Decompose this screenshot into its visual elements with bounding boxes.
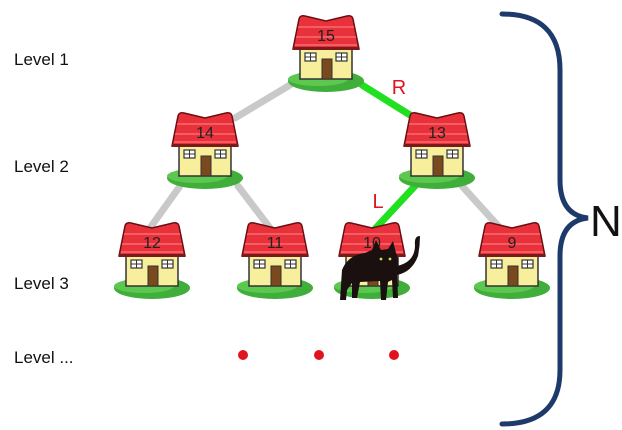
brace-shape <box>499 11 589 427</box>
ellipsis-dot-1 <box>238 350 248 360</box>
node-12-value: 12 <box>143 235 161 252</box>
house-node-12: 12 <box>113 222 191 300</box>
edge-14-11 <box>234 182 274 232</box>
brace-label: N <box>590 197 622 246</box>
house-node-14: 14 <box>166 112 244 190</box>
house-node-15: 15 <box>287 15 365 93</box>
ellipsis-dot-3 <box>389 350 399 360</box>
edge-15-13-highlight <box>358 81 414 119</box>
level-3-label: Level 3 <box>14 274 69 293</box>
house-node-13: 13 <box>398 112 476 190</box>
house-node-11: 11 <box>236 222 314 300</box>
edge-15-14 <box>231 81 294 122</box>
cat-icon <box>340 236 420 300</box>
edge-right-label: R <box>392 77 406 99</box>
house-node-9: 9 <box>473 222 551 300</box>
edge-13-10-highlight <box>370 182 419 234</box>
node-13-value: 13 <box>428 125 446 142</box>
level-1-label: Level 1 <box>14 50 69 69</box>
level-2-label: Level 2 <box>14 157 69 176</box>
node-9-value: 9 <box>508 235 517 252</box>
node-14-value: 14 <box>196 125 214 142</box>
node-15-value: 15 <box>317 28 335 45</box>
level-more-label: Level ... <box>14 348 74 367</box>
edge-left-label: L <box>372 191 383 213</box>
ellipsis-dot-2 <box>314 350 324 360</box>
edge-14-12 <box>146 182 184 232</box>
edge-13-9 <box>458 182 504 232</box>
node-11-value: 11 <box>267 235 284 252</box>
